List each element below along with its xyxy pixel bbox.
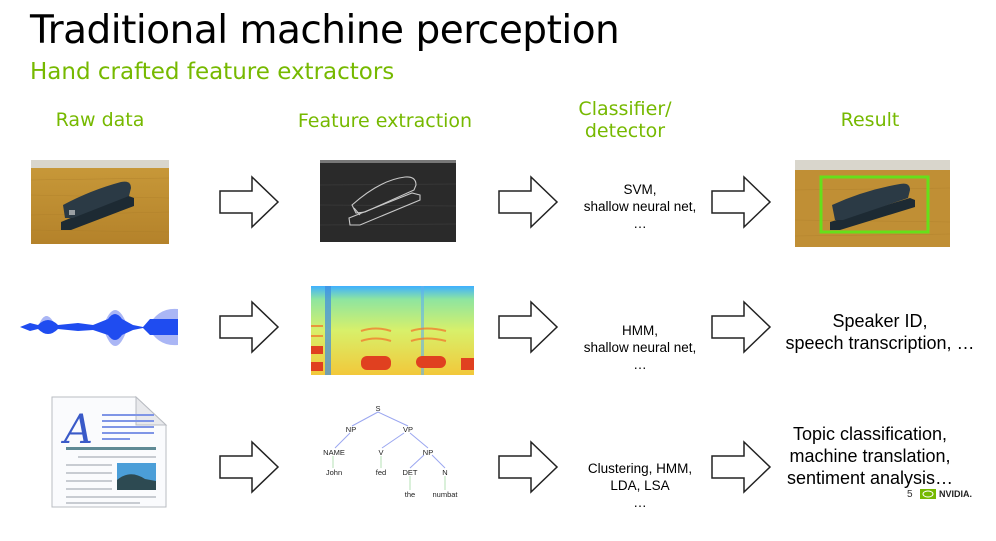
- column-header-classifier-line1: Classifier/: [578, 98, 672, 120]
- tree-node-vp: VP: [403, 425, 413, 434]
- tree-node-name: NAME: [323, 448, 345, 457]
- arrow-right-icon: [498, 300, 559, 354]
- arrow-right-icon: [711, 175, 772, 229]
- raw-image-stapler: [31, 160, 169, 244]
- column-header-classifier-line2: detector: [584, 120, 666, 142]
- classifier-line: shallow neural net,: [583, 199, 697, 214]
- feature-parse-tree: S NP VP NAME V NP John fed DET N the num…: [300, 400, 480, 505]
- nvidia-eye-icon: [920, 489, 936, 499]
- nvidia-logo: NVIDIA.: [920, 489, 972, 499]
- page-number: 5: [907, 489, 913, 500]
- result-line: Topic classification,: [792, 424, 948, 444]
- nvidia-wordmark: NVIDIA.: [939, 489, 973, 499]
- raw-audio-waveform: [18, 295, 183, 360]
- arrow-right-icon: [498, 175, 559, 229]
- arrow-right-icon: [711, 300, 772, 354]
- result-line: machine translation,: [789, 446, 951, 466]
- classifier-text-row3: Clustering, HMM, LDA, LSA …: [560, 460, 720, 511]
- classifier-line: …: [633, 357, 647, 372]
- tree-leaf-numbat: numbat: [432, 490, 458, 499]
- tree-node-s: S: [375, 404, 380, 413]
- tree-leaf-the: the: [405, 490, 415, 499]
- column-header-feature-extraction: Feature extraction: [297, 110, 473, 132]
- tree-node-np2: NP: [423, 448, 433, 457]
- tree-node-det: DET: [403, 468, 418, 477]
- result-line: Speaker ID,: [832, 311, 928, 331]
- classifier-line: …: [633, 216, 647, 231]
- classifier-line: …: [633, 495, 647, 510]
- classifier-line: LDA, LSA: [610, 478, 670, 493]
- classifier-text-row1: SVM, shallow neural net, …: [560, 181, 720, 232]
- slide-title: Traditional machine perception: [30, 8, 620, 53]
- feature-image-spectrogram: [311, 286, 474, 375]
- svg-text:A: A: [60, 407, 93, 453]
- result-line: speech transcription, …: [785, 333, 975, 353]
- arrow-right-icon: [711, 440, 772, 494]
- tree-node-n: N: [442, 468, 447, 477]
- classifier-text-row2: HMM, shallow neural net, …: [560, 322, 720, 373]
- result-text-row2: Speaker ID, speech transcription, …: [770, 310, 990, 354]
- tree-leaf-fed: fed: [376, 468, 386, 477]
- arrow-right-icon: [219, 440, 280, 494]
- feature-image-edges: [320, 160, 456, 242]
- classifier-line: shallow neural net,: [583, 340, 697, 355]
- column-header-classifier: Classifier/ detector: [555, 98, 695, 142]
- arrow-right-icon: [498, 440, 559, 494]
- tree-leaf-john: John: [326, 468, 342, 477]
- column-header-result: Result: [840, 109, 900, 131]
- result-text-row3: Topic classification, machine translatio…: [760, 423, 980, 489]
- classifier-line: Clustering, HMM,: [587, 461, 693, 476]
- column-header-raw-data: Raw data: [55, 109, 145, 131]
- arrow-right-icon: [219, 300, 280, 354]
- classifier-line: HMM,: [622, 323, 658, 338]
- arrow-right-icon: [219, 175, 280, 229]
- result-image-detected-stapler: [795, 160, 950, 247]
- tree-node-np: NP: [346, 425, 356, 434]
- classifier-line: SVM,: [623, 182, 657, 197]
- result-line: sentiment analysis…: [786, 468, 954, 488]
- tree-node-v: V: [378, 448, 383, 457]
- text-document-icon: A: [50, 395, 170, 510]
- slide-subtitle: Hand crafted feature extractors: [30, 59, 395, 85]
